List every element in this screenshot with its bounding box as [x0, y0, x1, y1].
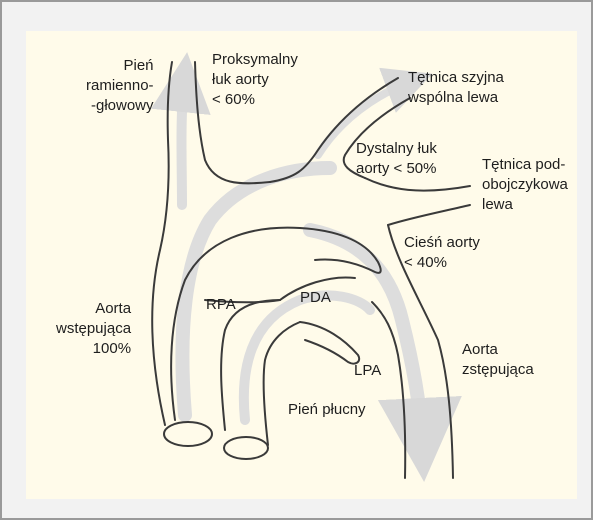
label-lpa: LPA [354, 361, 381, 381]
aortic-valve [164, 422, 212, 446]
label-proximal-arch: Proksymalny łuk aorty < 60% [212, 50, 298, 110]
subclavian-upper-wall [365, 178, 470, 191]
label-pulmonary-trunk: Pień płucny [288, 400, 366, 420]
lpa-wall [300, 322, 359, 364]
label-descending-aorta: Aorta zstępująca [462, 340, 534, 380]
ascending-aorta-left-wall [152, 62, 172, 425]
flow-arrow-brachiocephalic [182, 82, 185, 205]
subclavian-lower-wall [388, 205, 470, 225]
pulmonary-valve [224, 437, 268, 459]
inner-arch [171, 228, 381, 420]
label-left-common-carotid: Tętnica szyjna wspólna lewa [408, 68, 504, 108]
label-rpa: RPA [206, 295, 236, 315]
pulmonary-trunk-right-wall [264, 322, 300, 445]
flow-arrows [182, 82, 423, 440]
label-pda: PDA [300, 288, 331, 308]
label-ascending-aorta: Aorta wstępująca 100% [56, 299, 131, 359]
label-brachiocephalic: Pień ramienno- -głowowy [86, 56, 154, 116]
label-left-subclavian: Tętnica pod- obojczykowa lewa [482, 155, 568, 215]
label-isthmus: Cieśń aorty < 40% [404, 233, 480, 273]
label-distal-arch: Dystalny łuk aorty < 50% [356, 139, 437, 179]
